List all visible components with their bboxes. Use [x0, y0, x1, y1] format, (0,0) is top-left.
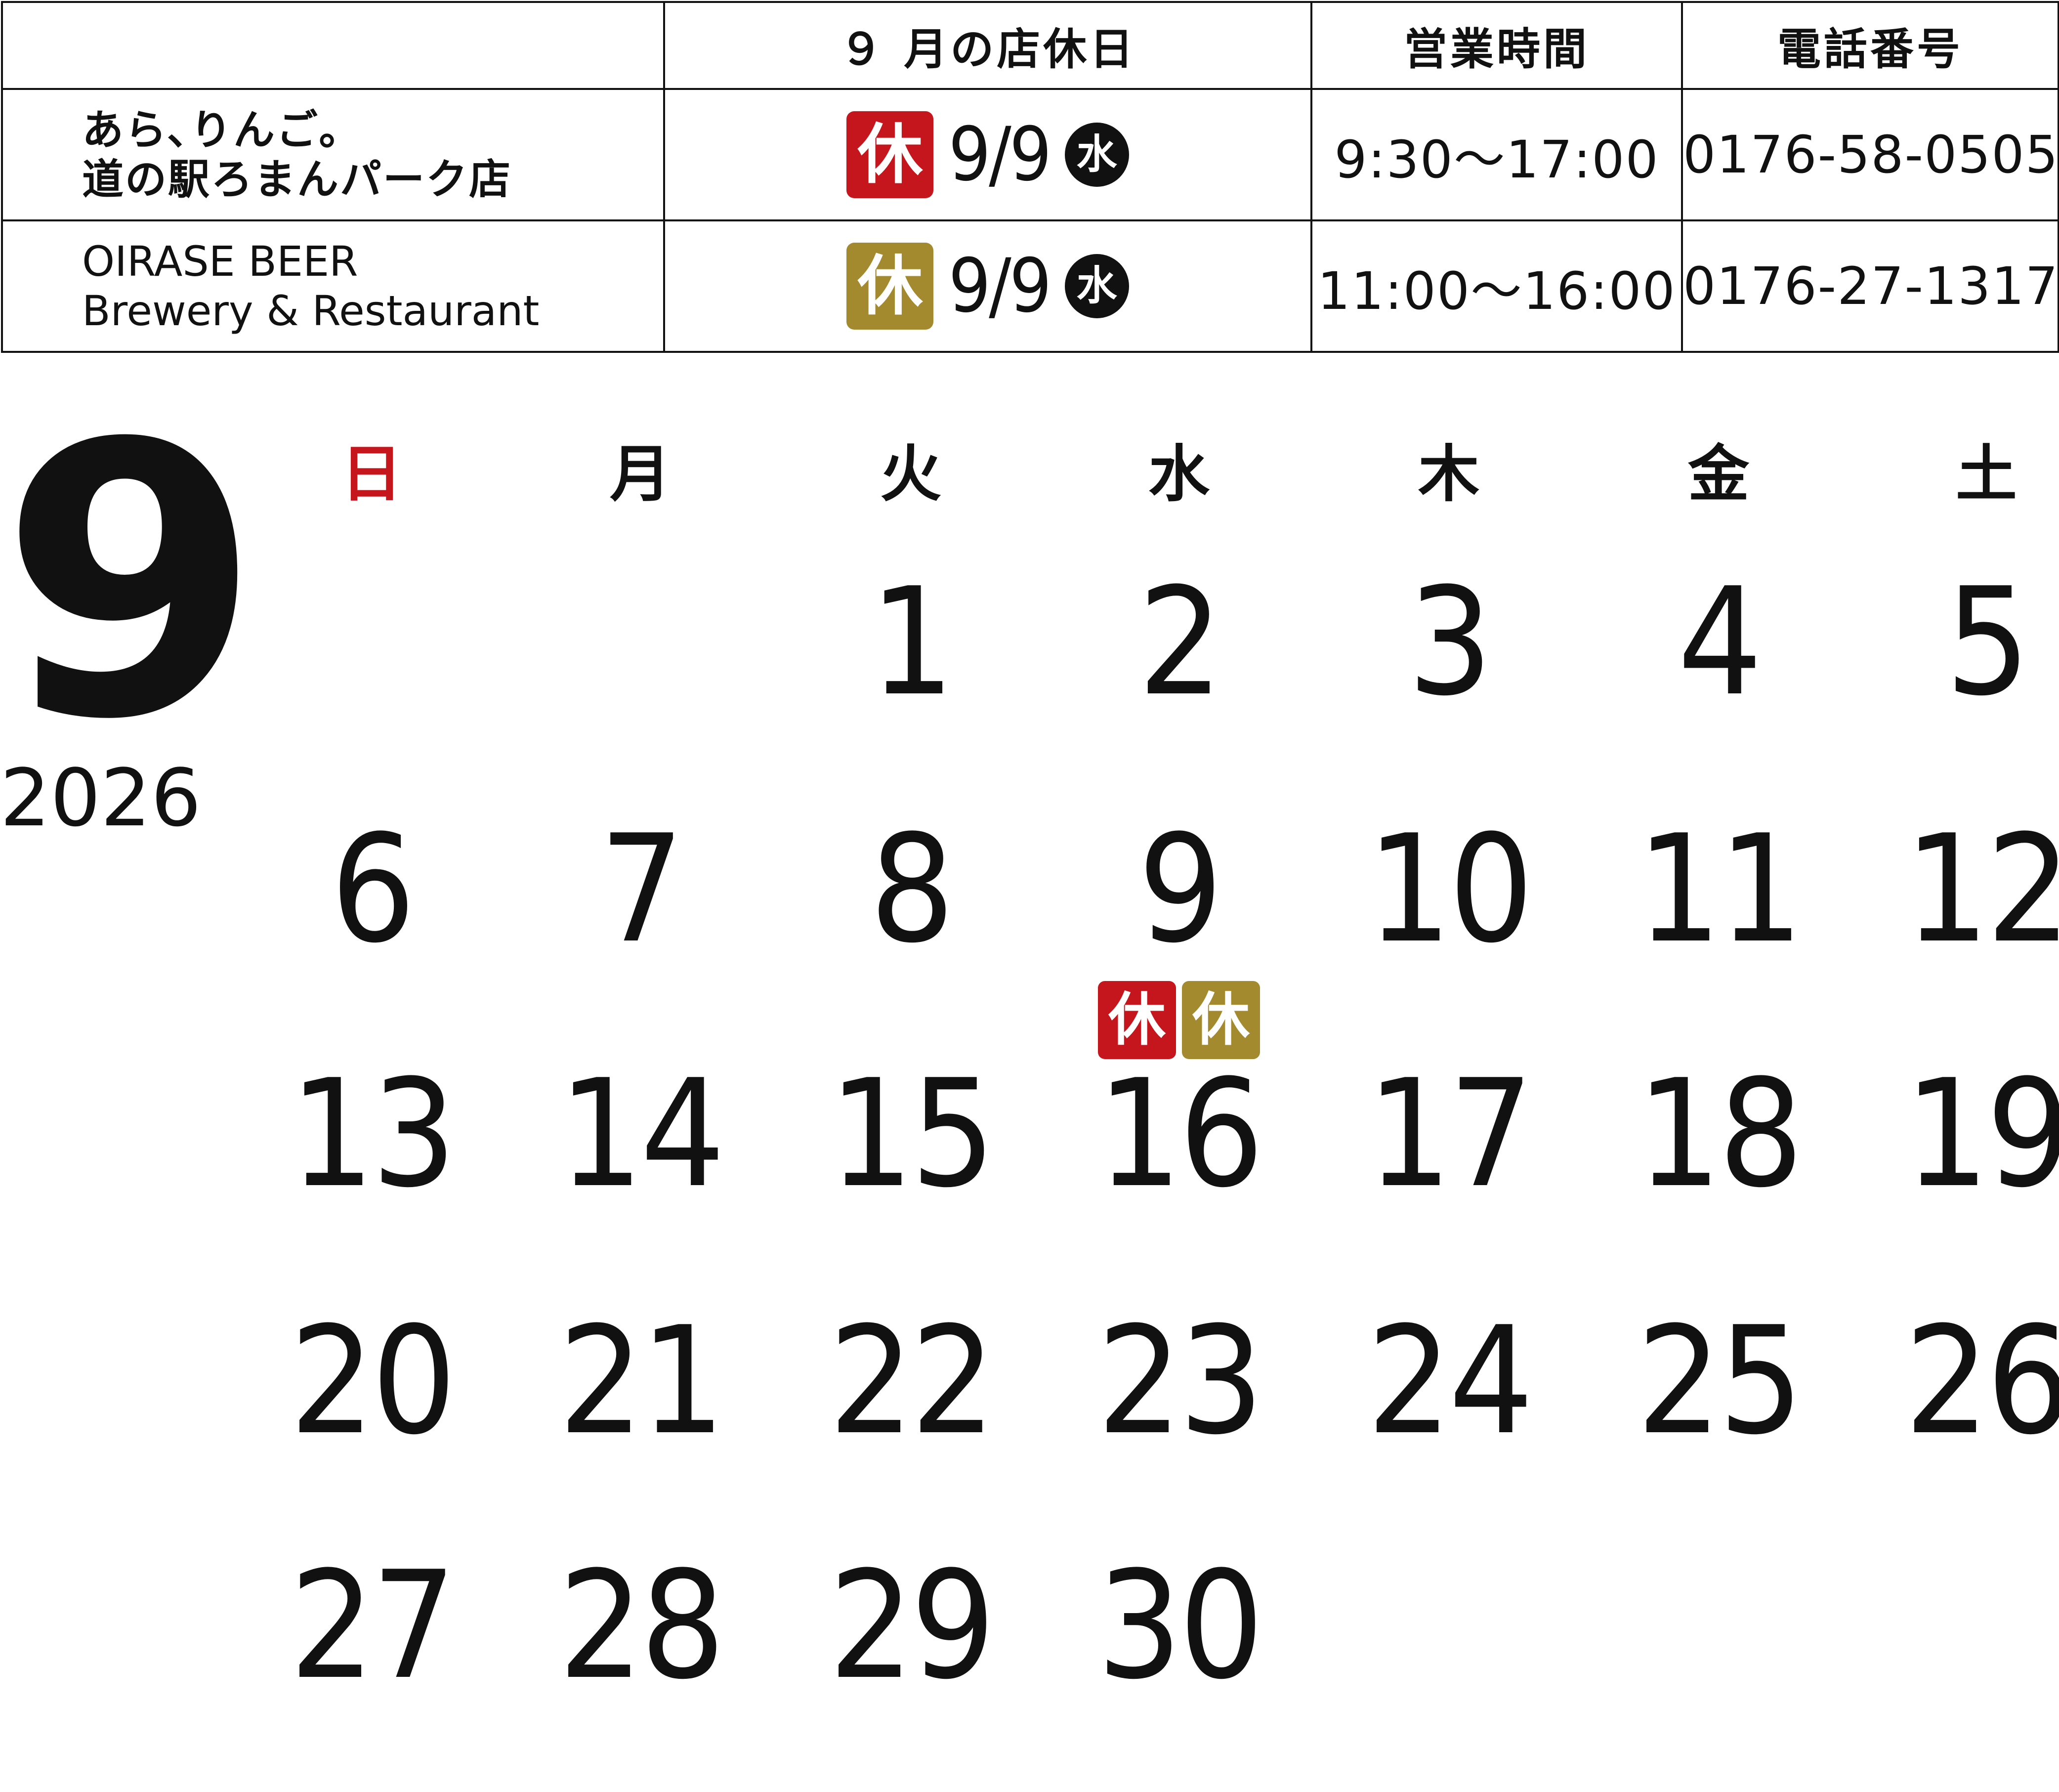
closed-day-cell: 休 9/9 水 — [663, 88, 1312, 221]
calendar-day[interactable]: 23 — [1097, 1295, 1263, 1467]
hours-cell: 11:00〜16:00 — [1310, 219, 1683, 353]
header-blank-cell — [1, 1, 665, 90]
weekday-header: 土 — [1955, 439, 2017, 510]
calendar-day[interactable]: 27 — [290, 1539, 456, 1712]
calendar-day[interactable]: 19 — [1904, 1048, 2059, 1220]
month-number: 9 — [0, 365, 261, 802]
weekday-circle-icon: 水 — [1064, 254, 1129, 318]
header-holidays: ９ 月の店休日 — [663, 1, 1312, 90]
table-row: OIRASE BEER Brewery & Restaurant 休 9/9 水… — [1, 219, 2059, 353]
store-name-line1: あら､りんご｡ — [82, 106, 342, 154]
calendar-day[interactable]: 1 — [870, 556, 955, 728]
phone-cell: 0176-27-1317 — [1681, 219, 2059, 353]
store-name-line2: 道の駅ろまんパーク店 — [82, 155, 512, 204]
closed-badge-icon: 休 — [846, 111, 934, 198]
calendar-day[interactable]: 20 — [290, 1295, 456, 1467]
calendar-day[interactable]: 22 — [829, 1295, 995, 1467]
closed-day-cell: 休 9/9 水 — [663, 219, 1312, 353]
year-number: 2026 — [0, 752, 202, 844]
weekday-header: 月 — [609, 439, 671, 510]
store-name-line2: Brewery & Restaurant — [82, 287, 540, 335]
calendar-day[interactable]: 7 — [599, 803, 684, 976]
calendar-day[interactable]: 10 — [1367, 803, 1533, 976]
calendar-day[interactable]: 8 — [870, 803, 955, 976]
calendar-day[interactable]: 3 — [1408, 556, 1493, 728]
phone-cell: 0176-58-0505 — [1681, 88, 2059, 221]
weekday-circle-icon: 水 — [1064, 123, 1129, 187]
calendar-day[interactable]: 30 — [1097, 1539, 1263, 1712]
hours-cell: 9:30〜17:00 — [1310, 88, 1683, 221]
calendar-day[interactable]: 14 — [558, 1048, 725, 1220]
closed-date: 9/9 — [948, 112, 1051, 198]
calendar-day[interactable]: 2 — [1138, 556, 1223, 728]
calendar-day[interactable]: 26 — [1904, 1295, 2059, 1467]
calendar-day[interactable]: 25 — [1637, 1295, 1803, 1467]
closed-badge-icon: 休 — [846, 243, 934, 330]
store-name-cell: OIRASE BEER Brewery & Restaurant — [1, 219, 665, 353]
closed-date: 9/9 — [948, 243, 1051, 329]
calendar-day[interactable]: 17 — [1367, 1048, 1533, 1220]
calendar-day[interactable]: 6 — [331, 803, 416, 976]
calendar-day[interactable]: 18 — [1637, 1048, 1803, 1220]
header-hours: 営業時間 — [1310, 1, 1683, 90]
table-row: あら､りんご｡ 道の駅ろまんパーク店 休 9/9 水 9:30〜17:00 01… — [1, 88, 2059, 221]
weekday-header: 日 — [340, 439, 402, 510]
weekday-header: 金 — [1687, 439, 1749, 510]
weekday-header: 木 — [1418, 439, 1479, 510]
calendar-day[interactable]: 13 — [290, 1048, 456, 1220]
store-name-line1: OIRASE BEER — [82, 237, 358, 286]
store-name-cell: あら､りんご｡ 道の駅ろまんパーク店 — [1, 88, 665, 221]
weekday-header: 水 — [1148, 439, 1210, 510]
calendar-day[interactable]: 11 — [1637, 803, 1803, 976]
calendar-day[interactable]: 16 — [1097, 1048, 1263, 1220]
calendar-day[interactable]: 21 — [558, 1295, 725, 1467]
calendar-day[interactable]: 29 — [829, 1539, 995, 1712]
store-info-table: ９ 月の店休日 営業時間 電話番号 あら､りんご｡ 道の駅ろまんパーク店 休 9… — [1, 1, 2059, 353]
calendar-day[interactable]: 28 — [558, 1539, 725, 1712]
header-phone: 電話番号 — [1681, 1, 2059, 90]
calendar-day[interactable]: 24 — [1367, 1295, 1533, 1467]
calendar-day[interactable]: 15 — [829, 1048, 995, 1220]
calendar-day[interactable]: 12 — [1904, 803, 2059, 976]
calendar-day[interactable]: 9 — [1138, 803, 1223, 976]
table-header-row: ９ 月の店休日 営業時間 電話番号 — [1, 1, 2059, 90]
calendar-day[interactable]: 4 — [1678, 556, 1763, 728]
calendar-day[interactable]: 5 — [1945, 556, 2030, 728]
weekday-header: 火 — [880, 439, 941, 510]
